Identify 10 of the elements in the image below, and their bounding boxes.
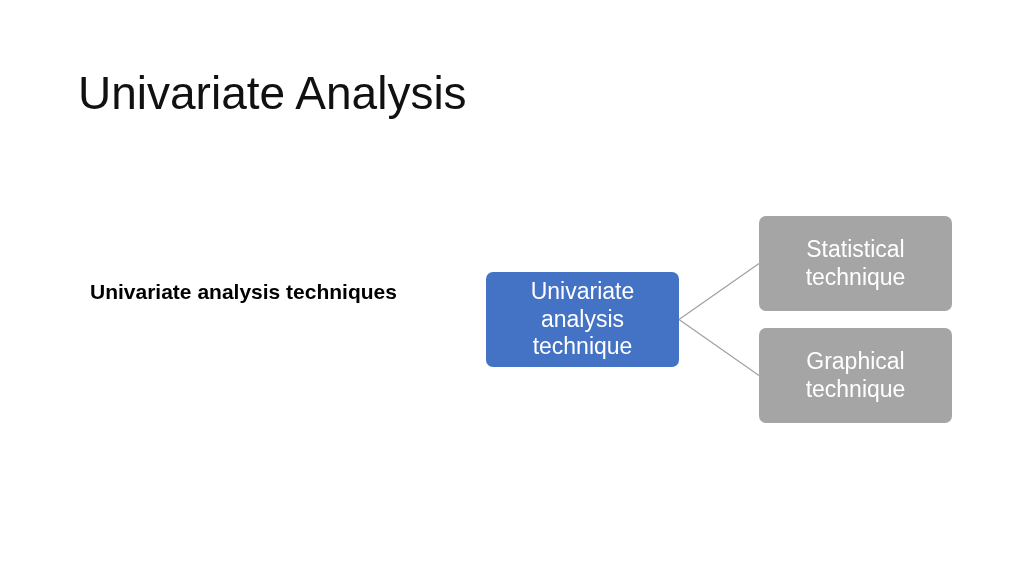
slide-title: Univariate Analysis (78, 66, 467, 120)
process-box (486, 272, 679, 367)
connector-line (678, 318, 760, 377)
process-box (759, 328, 952, 423)
process-box (759, 216, 952, 311)
node-label: Univariate analysis technique (529, 278, 636, 361)
node-label: Graphical technique (804, 347, 907, 404)
side-label: Univariate analysis techniques (90, 280, 397, 304)
node-label: Statistical technique (804, 235, 907, 292)
connector-line (678, 262, 760, 321)
